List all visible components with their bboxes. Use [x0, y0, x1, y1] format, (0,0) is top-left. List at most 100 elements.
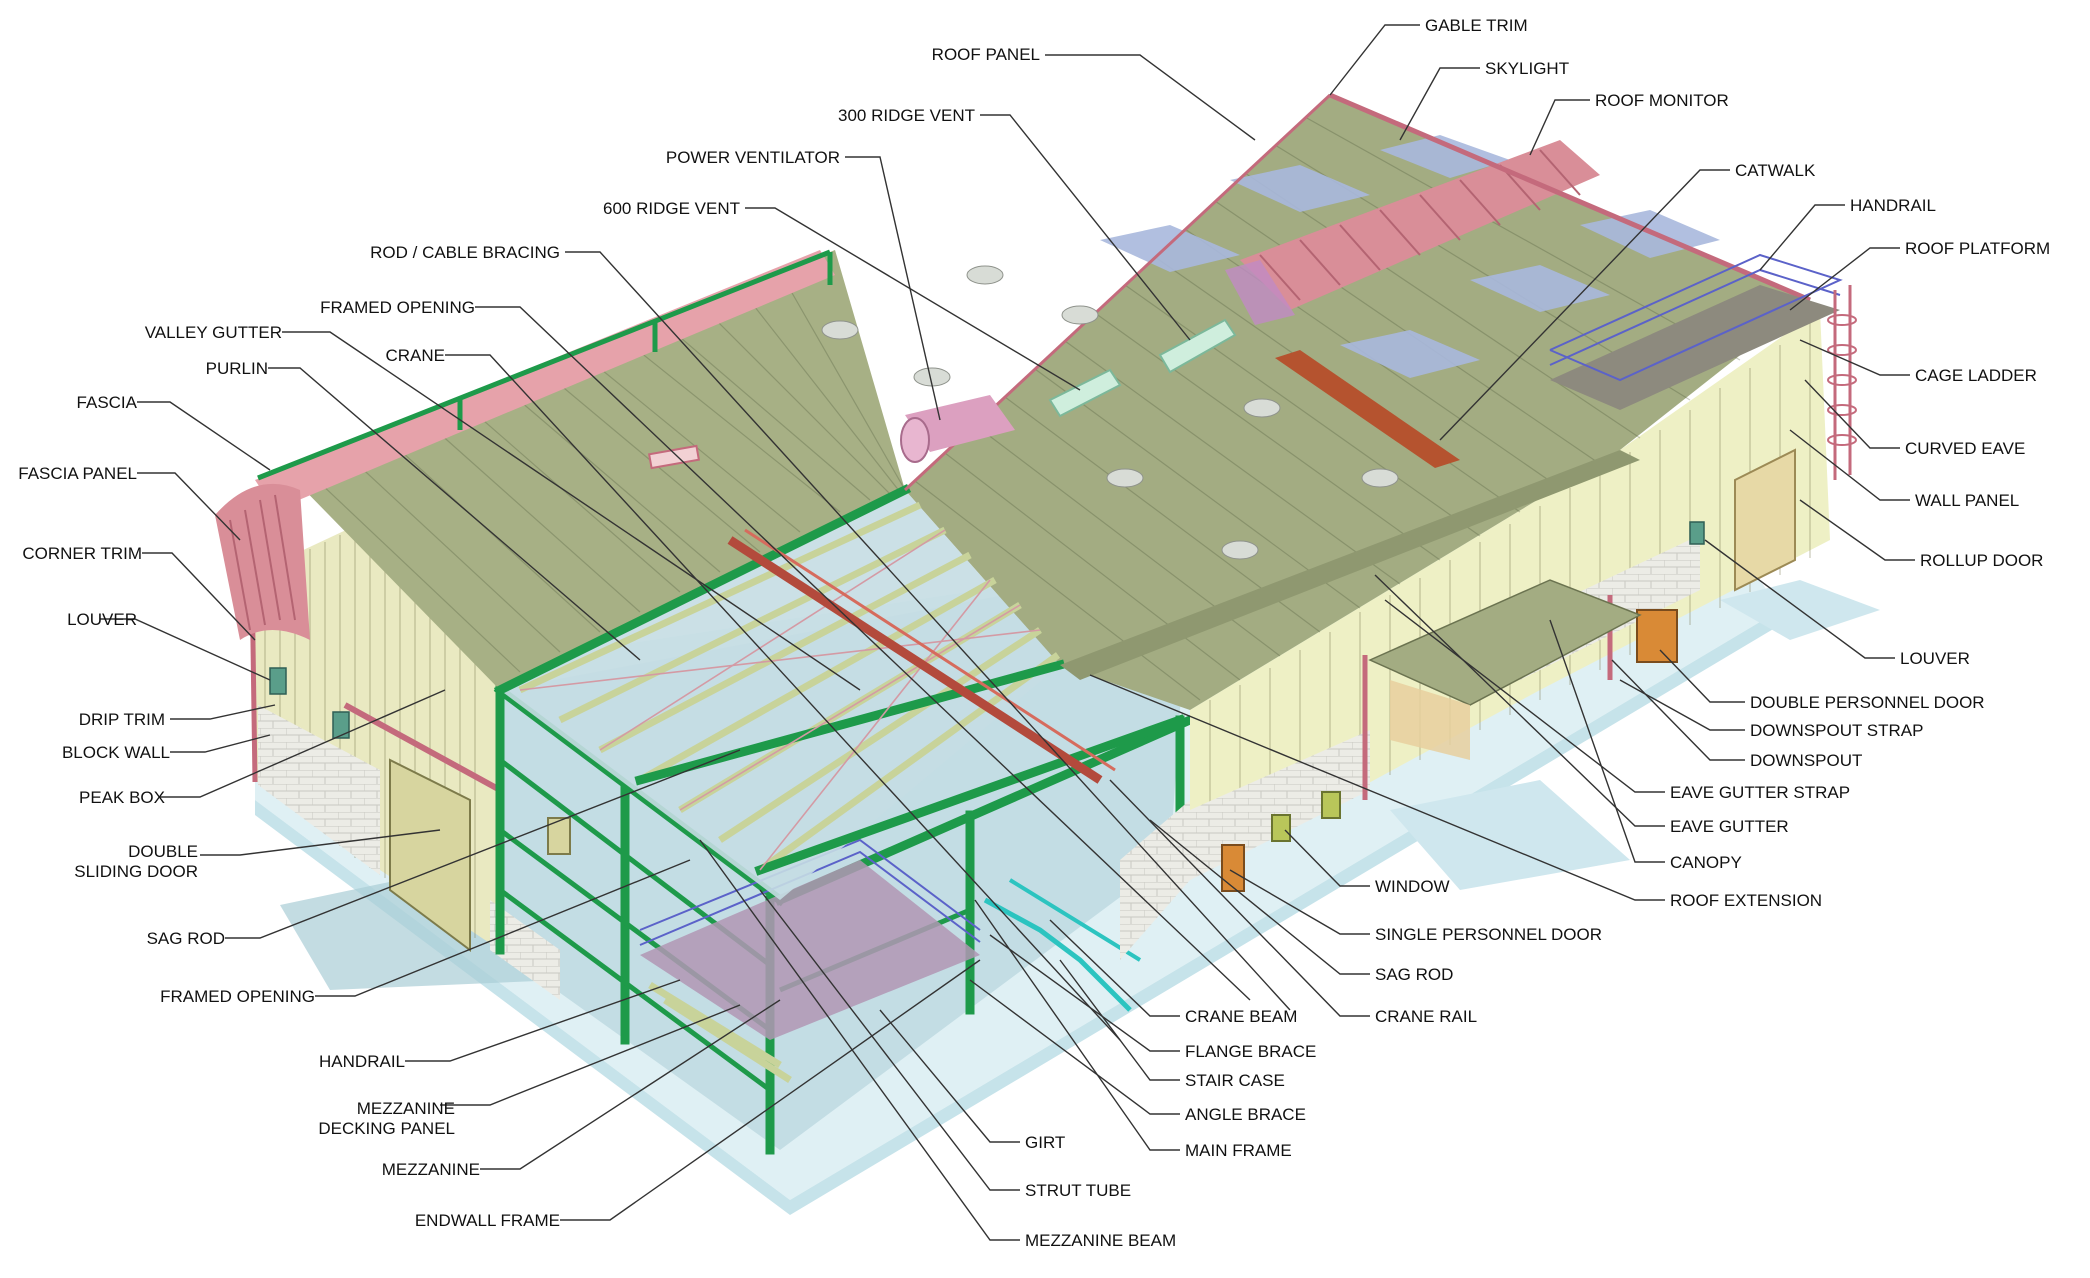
- label-flange-brace: FLANGE BRACE: [1185, 1042, 1316, 1061]
- label-framed-opening-bottom: FRAMED OPENING: [160, 987, 315, 1006]
- louver-left-shape: [269, 667, 287, 695]
- label-angle-brace: ANGLE BRACE: [1185, 1105, 1306, 1124]
- label-valley-gutter: VALLEY GUTTER: [145, 323, 282, 342]
- label-fascia: FASCIA: [77, 393, 138, 412]
- mezzanine-joists: [648, 982, 792, 1083]
- label-curved-eave: CURVED EAVE: [1905, 439, 2025, 458]
- stair-case-shape: [983, 897, 1132, 1012]
- mezzanine-handrail: [639, 838, 981, 931]
- label-purlin: PURLIN: [206, 359, 268, 378]
- label-strut-tube: STRUT TUBE: [1025, 1181, 1131, 1200]
- label-handrail-bottom: HANDRAIL: [319, 1052, 405, 1071]
- label-skylight: SKYLIGHT: [1485, 59, 1569, 78]
- label-rollup-door: ROLLUP DOOR: [1920, 551, 2043, 570]
- open-bay-rafter-2: [754, 714, 1186, 876]
- label-girt: GIRT: [1025, 1133, 1065, 1152]
- fascia-posts: [457, 252, 833, 430]
- label-crane-rail: CRANE RAIL: [1375, 1007, 1477, 1026]
- label-eave-gutter: EAVE GUTTER: [1670, 817, 1789, 836]
- roof-monitor-ribs: [1259, 149, 1581, 301]
- canopy-shape: [1368, 579, 1642, 706]
- label-fascia-panel: FASCIA PANEL: [18, 464, 137, 483]
- label-block-wall: BLOCK WALL: [62, 743, 170, 762]
- single-door-shape: [1221, 844, 1245, 892]
- label-eave-gutter-strap: EAVE GUTTER STRAP: [1670, 783, 1850, 802]
- label-handrail-top: HANDRAIL: [1850, 196, 1936, 215]
- label-mezzanine-decking-1: MEZZANINE: [357, 1099, 455, 1118]
- label-wall-panel: WALL PANEL: [1915, 491, 2019, 510]
- window-shape-1: [1271, 814, 1291, 842]
- labels: GABLE TRIM ROOF PANEL SKYLIGHT ROOF MONI…: [18, 16, 2050, 1250]
- double-door-shape: [1636, 609, 1678, 663]
- cage-ladder-shape: [1827, 285, 1857, 480]
- louver-left-shape-2: [332, 711, 350, 739]
- louver-right-shape: [1689, 521, 1705, 545]
- power-ventilator-shape: [900, 395, 1015, 463]
- label-canopy: CANOPY: [1670, 853, 1742, 872]
- open-bay-roof-void: [500, 490, 1060, 900]
- label-double-personnel-door: DOUBLE PERSONNEL DOOR: [1750, 693, 1985, 712]
- label-double-sliding-door-2: SLIDING DOOR: [74, 862, 198, 881]
- mezzanine-deck: [640, 860, 980, 1040]
- label-framed-opening-top: FRAMED OPENING: [320, 298, 475, 317]
- block-wall-left-2: [490, 900, 560, 1000]
- gable-trim-shape: [1329, 92, 1811, 303]
- label-main-frame: MAIN FRAME: [1185, 1141, 1292, 1160]
- roof-domes: [821, 265, 1399, 560]
- block-wall-right: [1190, 730, 1370, 880]
- label-roof-monitor: ROOF MONITOR: [1595, 91, 1729, 110]
- label-roof-extension: ROOF EXTENSION: [1670, 891, 1822, 910]
- label-louver-right: LOUVER: [1900, 649, 1970, 668]
- sliding-door-track: [343, 702, 502, 793]
- label-mezzanine-decking-2: DECKING PANEL: [318, 1119, 455, 1138]
- label-sag-rod-left: SAG ROD: [147, 929, 225, 948]
- canopy-wall: [1390, 680, 1470, 760]
- stair-stringer: [1008, 878, 1142, 962]
- rollup-door-shape: [1734, 448, 1796, 592]
- label-louver-left: LOUVER: [67, 610, 137, 629]
- label-crane-beam: CRANE BEAM: [1185, 1007, 1297, 1026]
- curved-eave-left: [215, 483, 310, 640]
- label-crane: CRANE: [385, 346, 445, 365]
- label-roof-platform: ROOF PLATFORM: [1905, 239, 2050, 258]
- label-ridge-vent-600: 600 RIDGE VENT: [603, 199, 740, 218]
- label-mezzanine: MEZZANINE: [382, 1160, 480, 1179]
- label-mezzanine-beam: MEZZANINE BEAM: [1025, 1231, 1176, 1250]
- ridge-vent-600-shape: [1048, 368, 1122, 418]
- label-catwalk: CATWALK: [1735, 161, 1816, 180]
- label-window: WINDOW: [1375, 877, 1450, 896]
- label-downspout-strap: DOWNSPOUT STRAP: [1750, 721, 1923, 740]
- right-sidewall: [1190, 310, 1830, 880]
- fascia-shape: [255, 250, 835, 510]
- label-single-personnel-door: SINGLE PERSONNEL DOOR: [1375, 925, 1602, 944]
- fascia-top-rail: [257, 249, 831, 481]
- label-downspout: DOWNSPOUT: [1750, 751, 1862, 770]
- label-double-sliding-door-1: DOUBLE: [128, 842, 198, 861]
- crane-rail-shape: [744, 528, 1116, 772]
- label-drip-trim: DRIP TRIM: [79, 710, 165, 729]
- label-sag-rod-right: SAG ROD: [1375, 965, 1453, 984]
- block-wall-left: [258, 705, 380, 875]
- label-power-ventilator: POWER VENTILATOR: [666, 148, 840, 167]
- crane-beam-shape: [727, 536, 1103, 784]
- framed-window-left: [547, 817, 571, 855]
- stepped-block: [1120, 800, 1190, 960]
- label-endwall-frame: ENDWALL FRAME: [415, 1211, 560, 1230]
- roof-framed-opening: [647, 444, 701, 470]
- label-corner-trim: CORNER TRIM: [22, 544, 142, 563]
- building-illustration: [215, 92, 1880, 1215]
- roof-monitor-end: [1225, 260, 1295, 325]
- window-shape-2: [1321, 791, 1341, 819]
- catwalk-shape: [1275, 350, 1460, 468]
- roof-extension-shape: [1060, 450, 1640, 680]
- open-bay-rafter-1: [493, 483, 912, 697]
- leader-lines: [100, 24, 1915, 1241]
- label-rod-cable-bracing: ROD / CABLE BRACING: [370, 243, 560, 262]
- mezzanine-handrail-2: [639, 850, 981, 946]
- open-bay-rafter-3: [634, 659, 1066, 786]
- roof-platform-handrail: [1549, 253, 1843, 382]
- label-peak-box: PEAK BOX: [79, 788, 165, 807]
- roof-monitor-shape: [1240, 140, 1600, 310]
- ridge-vent-300-shape: [1158, 318, 1237, 374]
